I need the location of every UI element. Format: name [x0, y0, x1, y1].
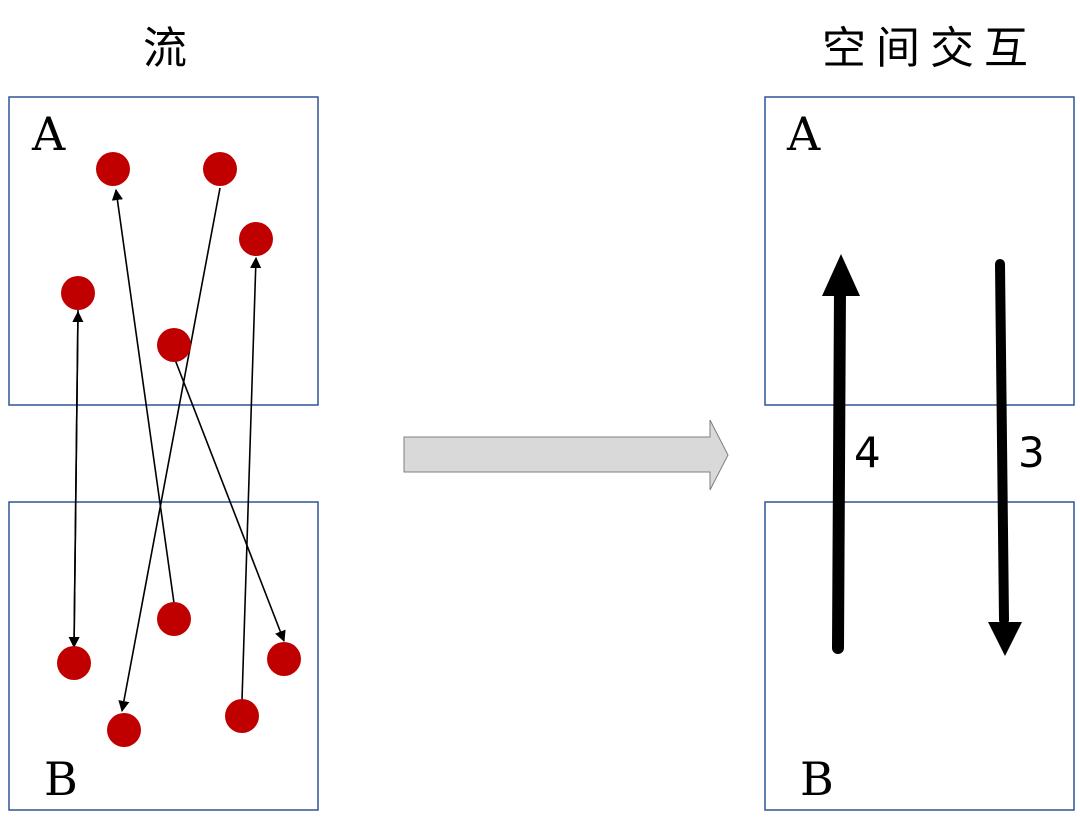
flow-arrow	[118, 187, 221, 713]
left-panel: 流 A B	[8, 23, 319, 811]
flow-arrow	[111, 188, 175, 604]
aggregated-flow-b-to-a	[832, 284, 846, 654]
point-b	[57, 646, 91, 680]
right-title: 空间交互	[822, 23, 1038, 74]
left-zone-a-label: A	[31, 107, 66, 161]
right-panel: 空间交互 A B 4 3	[764, 23, 1075, 811]
left-zone-b-box	[8, 501, 319, 811]
transition-arrow-icon	[403, 419, 729, 491]
point-b	[107, 713, 141, 747]
flow-arrow	[241, 256, 262, 701]
flow-count-b-to-a: 4	[854, 428, 881, 477]
right-zone-a-box	[764, 96, 1075, 406]
point-a	[239, 222, 273, 256]
aggregated-flow-a-to-b	[995, 259, 1009, 625]
right-zone-b-label: B	[800, 752, 834, 806]
left-zone-a-box	[8, 96, 319, 406]
point-b	[267, 642, 301, 676]
arrowhead-up-icon	[822, 254, 860, 296]
left-zone-b-label: B	[44, 752, 78, 806]
point-a	[61, 276, 95, 310]
flow-count-a-to-b: 3	[1018, 428, 1045, 477]
point-a	[96, 152, 130, 186]
flow-arrow	[173, 356, 286, 643]
left-title: 流	[143, 23, 187, 74]
right-zone-b-box	[764, 501, 1075, 811]
arrowhead-down-icon	[988, 622, 1022, 656]
right-zone-a-label: A	[786, 107, 821, 161]
point-b	[157, 602, 191, 636]
point-b	[225, 699, 259, 733]
point-a	[203, 152, 237, 186]
flow-arrow	[68, 309, 80, 649]
point-a	[157, 328, 191, 362]
